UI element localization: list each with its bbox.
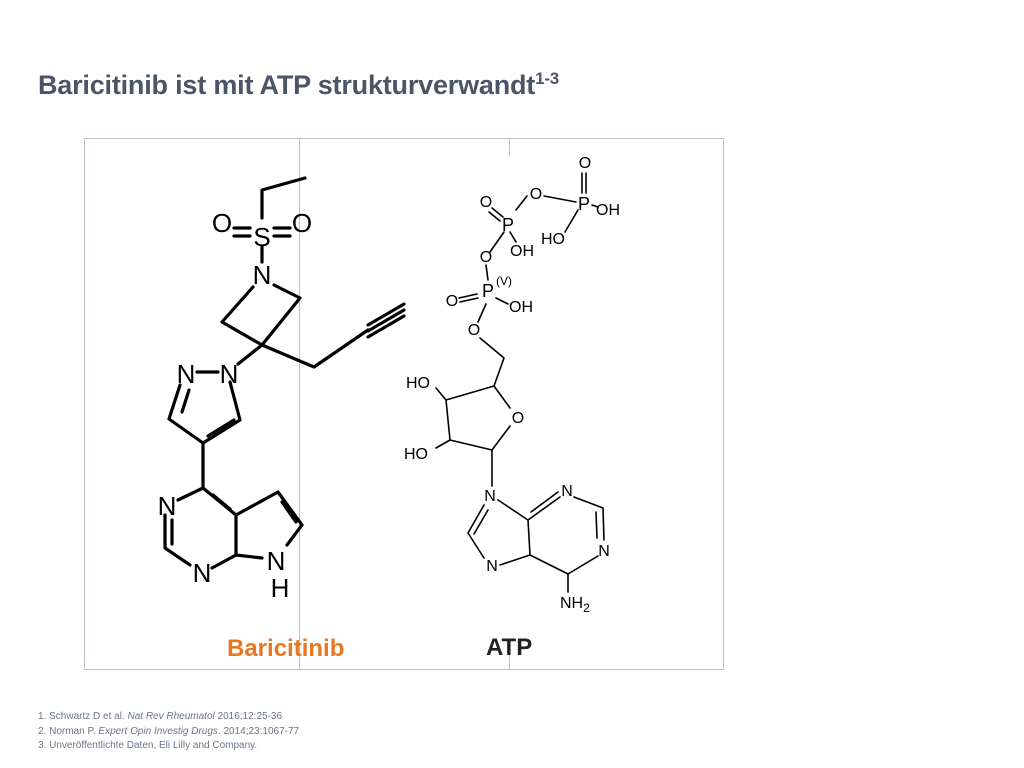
atp-atom-o-beta-alpha: O [480,249,492,266]
so-double-bond-left [232,226,252,238]
c4-oring-bond [493,385,511,409]
title-reference-superscript: 1-3 [535,69,560,88]
atom-n-pyrazole-1: N [177,359,196,389]
reference-1-journal: Nat Rev Rheumatol [127,711,215,722]
atp-atom-o-top: O [579,155,591,172]
atp-atom-nh: NH [560,595,583,612]
atom-n-pyrimidine-3: N [193,558,212,588]
purine-bond-1 [497,496,561,521]
p-alpha-oh-bond [495,297,509,305]
atp-atom-oh-beta: OH [510,243,534,260]
reference-2-citation: . 2014;23:1067-77 [217,725,300,737]
atom-n-pyrazole-2: N [220,359,239,389]
reference-2-authors: 2. Norman P. [38,725,99,737]
atp-atom-p-alpha: P [482,281,494,301]
slide-title: Baricitinib ist mit ATP strukturverwandt… [38,70,559,101]
atp-atom-ho-gamma: HO [541,231,565,248]
p-gamma-double-bond [581,172,587,194]
bridge-p-beta-bond [515,195,528,211]
atp-atom-o5: O [468,322,480,339]
pyrimidine-bond-1 [176,486,205,502]
purine-bond-3 [527,519,599,575]
so-double-bond-right [272,226,292,238]
reference-1-citation: 2016;12:25-36 [214,711,283,722]
reference-2: 2. Norman P. Expert Opin Investig Drugs.… [38,725,299,740]
pyrazole-double-1 [180,388,191,414]
atp-atom-p-beta: P [502,215,514,235]
purine-bond-2 [573,496,605,541]
p-beta-o-bond [489,231,505,253]
reference-2-journal: Expert Opin Investig Drugs [98,725,218,737]
p-beta-double-bond [488,207,504,222]
imidazole-double [473,509,489,535]
p-gamma-bridge-bond [543,195,577,203]
atp-atom-p-gamma: P [578,194,590,214]
atp-atom-o-ring: O [512,410,524,427]
atp-structure: O O P OH HO O P OH O P (V) O OH O O HO H… [404,155,620,615]
atp-atom-n7: N [486,558,498,575]
o-p-alpha-bond [485,264,489,281]
reference-3-text: 3. Unveröffentlichte Daten, Eli Lilly an… [38,740,258,751]
atp-atom-n3: N [598,543,610,560]
pyrrole-bond-2 [234,553,264,560]
reference-1: 1. Schwartz D et al. Nat Rev Rheumatol 2… [38,710,299,725]
pyrimidine-double-2 [211,493,232,511]
atp-atom-nh2: NH2 [560,595,590,615]
baricitinib-structure: S O O N N N N N N H [158,176,406,603]
pyrrole-bond-1 [234,490,304,547]
azetidine-ring [220,283,302,347]
atom-n-pyrimidine-1: N [158,491,177,521]
caption-atp: ATP [486,634,533,661]
guide-tick-top [509,138,510,156]
atp-alpha-label: (V) [496,274,512,288]
ethyl-bond [260,176,307,220]
purine-double-1 [530,491,559,513]
atom-o-left: O [212,208,232,238]
atp-atom-oh-gamma: OH [596,202,620,219]
atp-atom-o-double-alpha: O [446,293,458,310]
references: 1. Schwartz D et al. Nat Rev Rheumatol 2… [38,710,299,754]
nitrile-triple-bond [366,302,406,339]
p-alpha-double-bond [458,293,479,303]
atp-atom-oh-alpha: OH [509,299,533,316]
pyrimidine-bond-2 [163,513,192,567]
cyanomethyl-bond [260,328,370,369]
c2-oh-bond [435,439,451,449]
atp-atom-o-bridge: O [530,186,542,203]
atp-atom-ho-2: HO [404,446,428,463]
guide-tick-bottom [509,652,510,670]
p-beta-oh-bond [509,231,517,243]
title-text: Baricitinib ist mit ATP strukturverwandt [38,70,536,100]
atom-n-pyrrole: N [267,546,286,576]
azetidine-pyrazole-bond [236,343,264,366]
p-gamma-oh-bond [591,204,599,208]
atom-h-pyrrole: H [271,573,290,603]
p-gamma-ho-bond [564,209,579,233]
atp-atom-ho-3: HO [406,375,430,392]
atp-atom-nh2-subscript: 2 [583,601,590,615]
reference-3: 3. Unveröffentlichte Daten, Eli Lilly an… [38,739,299,754]
imidazole-bond [467,504,485,559]
atom-s: S [253,222,270,252]
purine-bond-4 [499,554,531,566]
o5-c5-c4-bond [479,337,505,387]
pyrazole-ring [167,380,242,445]
overlay-guide-line-left [299,138,300,670]
atp-atom-o-double-beta: O [480,194,492,211]
atp-atom-n9: N [484,488,496,505]
c3-oh-bond [435,387,447,401]
atp-atom-n1: N [561,483,573,500]
caption-baricitinib: Baricitinib [227,635,345,662]
p-alpha-o5-bond [477,303,487,323]
atom-o-right: O [292,208,312,238]
structure-frame [84,138,724,670]
atom-n-azetidine: N [253,260,272,290]
reference-1-authors: 1. Schwartz D et al. [38,711,128,722]
purine-double-2 [595,511,598,539]
pyrazole-double-2 [206,418,236,438]
pyrrole-double [280,500,298,524]
